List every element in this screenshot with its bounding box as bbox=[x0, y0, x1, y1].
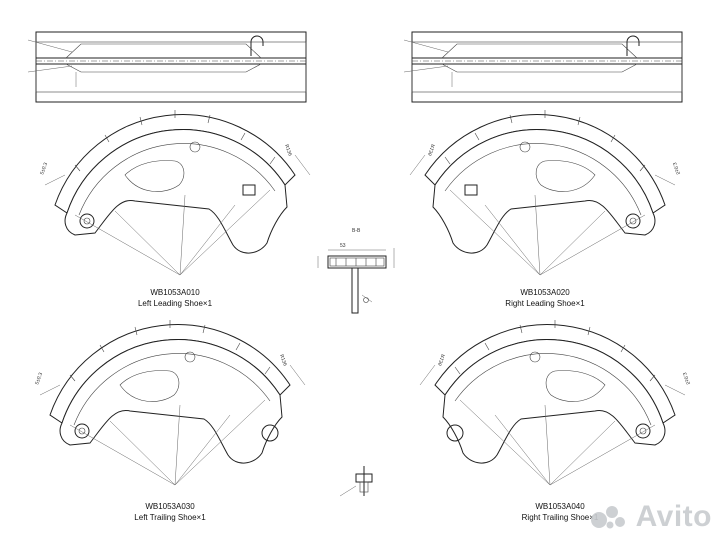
svg-text:B-B: B-B bbox=[352, 228, 361, 234]
part-code: WB1053A010 bbox=[150, 288, 200, 297]
right-plan-view bbox=[403, 31, 683, 103]
part-code: WB1053A040 bbox=[535, 502, 585, 511]
caption-right-trailing: WB1053A040 Right Trailing Shoe×1 bbox=[460, 501, 660, 523]
section-detail: B-B 53 bbox=[317, 228, 395, 314]
avito-watermark: Avito bbox=[590, 500, 712, 534]
left-plan-view bbox=[27, 31, 307, 103]
part-name: Right Trailing Shoe×1 bbox=[521, 513, 599, 522]
svg-text:53: 53 bbox=[340, 243, 346, 249]
part-name: Left Trailing Shoe×1 bbox=[134, 513, 206, 522]
part-name: Right Leading Shoe×1 bbox=[505, 299, 585, 308]
left-trailing-shoe-drawing bbox=[33, 319, 306, 486]
left-leading-shoe-drawing bbox=[38, 109, 311, 276]
caption-left-leading: WB1053A010 Left Leading Shoe×1 bbox=[75, 287, 275, 309]
pin-detail bbox=[339, 466, 373, 497]
right-leading-shoe-drawing bbox=[409, 109, 682, 276]
part-code: WB1053A020 bbox=[520, 288, 570, 297]
avito-dots-icon bbox=[590, 506, 625, 529]
caption-left-trailing: WB1053A030 Left Trailing Shoe×1 bbox=[70, 501, 270, 523]
caption-right-leading: WB1053A020 Right Leading Shoe×1 bbox=[445, 287, 645, 309]
right-trailing-shoe-drawing bbox=[419, 319, 692, 486]
part-code: WB1053A030 bbox=[145, 502, 195, 511]
part-name: Left Leading Shoe×1 bbox=[137, 299, 213, 308]
watermark-text: Avito bbox=[635, 500, 712, 533]
